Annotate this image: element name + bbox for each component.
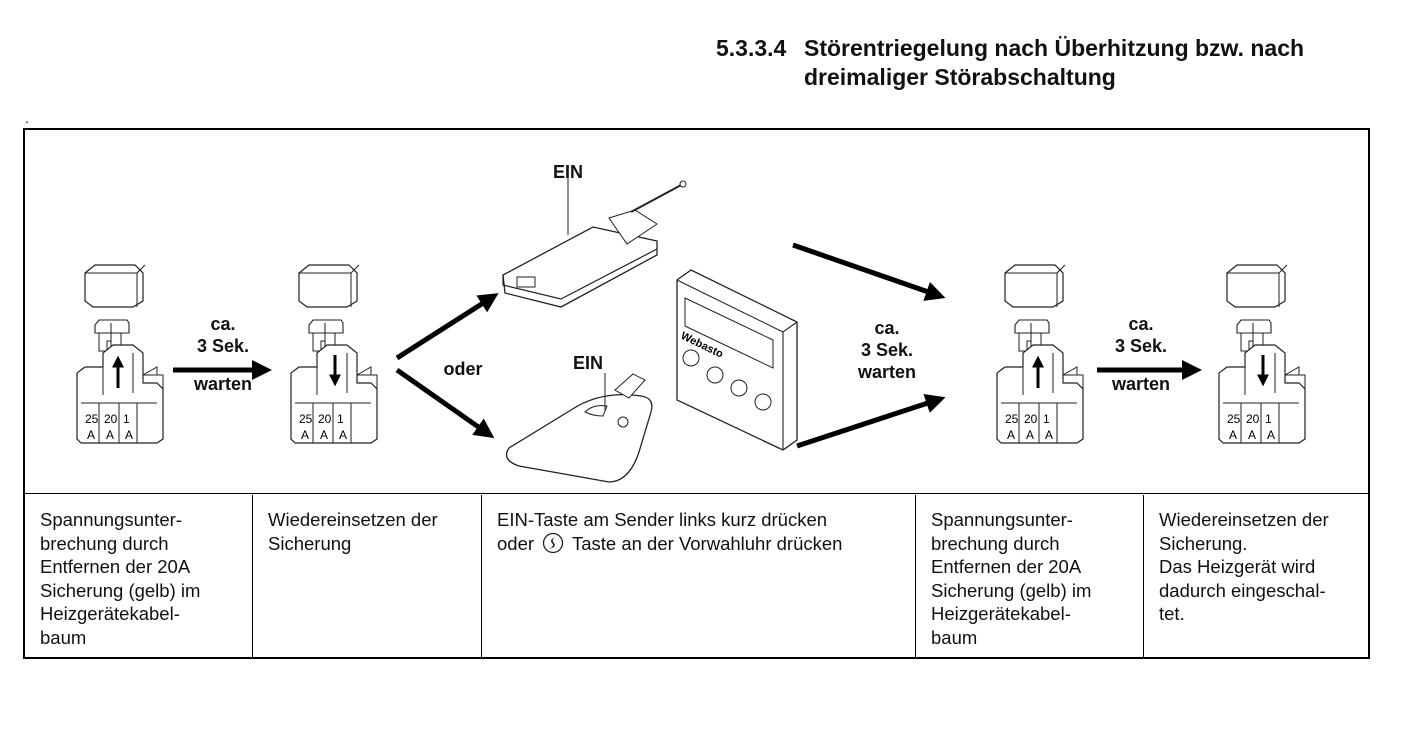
step-text-post: Taste an der Vorwahluhr drücken bbox=[571, 532, 843, 554]
wait-time: 3 Sek. bbox=[860, 340, 914, 360]
fuse-rating-value: 20 bbox=[104, 412, 118, 426]
wait-action: warten bbox=[857, 362, 917, 382]
step-text: dadurch eingeschal- bbox=[1159, 579, 1326, 601]
wait-label-3: ca. 3 Sek. warten bbox=[1091, 313, 1191, 395]
wait-action: warten bbox=[1111, 374, 1171, 394]
fuse-rating-unit: A bbox=[339, 428, 347, 442]
step-4-cell: Spannungsunter- brechung durch Entfernen… bbox=[916, 495, 1144, 659]
fuse-rating-unit: A bbox=[125, 428, 133, 442]
fuse-rating-value: 1 bbox=[1043, 412, 1050, 426]
fuse-holder-2 bbox=[290, 264, 378, 444]
step-text: EIN-Taste am Sender links kurz drücken bbox=[497, 509, 828, 530]
step-text-pre: oder bbox=[497, 532, 535, 554]
wait-action: warten bbox=[193, 374, 253, 394]
fuse-holder-1 bbox=[76, 264, 164, 444]
step-text: Heizgerätekabel- bbox=[931, 603, 1071, 624]
fuse-holder-4 bbox=[1218, 264, 1306, 444]
heat-button-icon bbox=[543, 532, 564, 553]
fuse-rating-unit: A bbox=[1267, 428, 1275, 442]
fuse-rating-value: 25 bbox=[1227, 412, 1241, 426]
or-label: oder bbox=[443, 359, 483, 379]
fuse-rating-unit: A bbox=[1045, 428, 1053, 442]
heading-line-2: dreimaliger Störabschaltung bbox=[804, 64, 1116, 90]
fuse-rating-unit: A bbox=[1229, 428, 1237, 442]
fuse-rating-value: 25 bbox=[299, 412, 313, 426]
step-text: Sicherung (gelb) im bbox=[931, 579, 1092, 601]
step-text: Spannungsunter- bbox=[40, 509, 182, 530]
step-descriptions: Spannungsunter- brechung durch Entfernen… bbox=[25, 495, 1370, 659]
fuse-rating-value: 25 bbox=[1005, 412, 1019, 426]
step-5-cell: Wiedereinsetzen der Sicherung. Das Heizg… bbox=[1144, 495, 1370, 659]
step-text: brechung durch bbox=[40, 532, 169, 554]
fuse-rating-unit: A bbox=[1007, 428, 1015, 442]
remote-transmitter bbox=[502, 178, 687, 308]
step-text: Das Heizgerät wird bbox=[1159, 556, 1316, 577]
fuse-rating-unit: A bbox=[320, 428, 328, 442]
fuse-rating-value: 1 bbox=[337, 412, 344, 426]
wait-ca: ca. bbox=[874, 318, 900, 338]
step-3-cell: EIN-Taste am Sender links kurz drücken o… bbox=[482, 495, 916, 659]
heading-line-1: Störentriegelung nach Überhitzung bzw. n… bbox=[804, 35, 1305, 61]
step-text: Spannungsunter- bbox=[931, 509, 1073, 530]
step-text: Sicherung (gelb) im bbox=[40, 579, 201, 601]
step-text: oder Taste an der Vorwahluhr drücken bbox=[497, 532, 900, 556]
step-text: Entfernen der 20A bbox=[40, 556, 191, 577]
wait-ca: ca. bbox=[1128, 314, 1154, 334]
fuse-rating-value: 1 bbox=[123, 412, 130, 426]
fuse-rating-value: 20 bbox=[1024, 412, 1038, 426]
converge-arrow-top bbox=[792, 242, 946, 301]
fuse-rating-value: 1 bbox=[1265, 412, 1272, 426]
step-text: tet. bbox=[1159, 603, 1185, 624]
step-text: baum bbox=[40, 626, 87, 648]
remote-keyfob bbox=[505, 373, 653, 483]
converge-arrow-bottom bbox=[796, 393, 946, 449]
step-1-cell: Spannungsunter- brechung durch Entfernen… bbox=[25, 495, 253, 659]
fuse-rating-value: 20 bbox=[1246, 412, 1260, 426]
fuse-rating-value: 20 bbox=[318, 412, 332, 426]
step-text: Sicherung bbox=[268, 532, 352, 554]
branch-arrow-down bbox=[395, 367, 495, 439]
fuse-rating-unit: A bbox=[106, 428, 114, 442]
wait-label-1: ca. 3 Sek. warten bbox=[173, 313, 273, 395]
step-text: Wiedereinsetzen der bbox=[268, 509, 438, 530]
fuse-rating-unit: A bbox=[87, 428, 95, 442]
step-text: Wiedereinsetzen der bbox=[1159, 509, 1329, 530]
fuse-rating-value: 25 bbox=[85, 412, 99, 426]
step-text: brechung durch bbox=[931, 532, 1060, 554]
wait-time: 3 Sek. bbox=[1114, 336, 1168, 356]
section-heading: 5.3.3.4 Störentriegelung nach Überhitzung… bbox=[716, 34, 1304, 92]
fuse-rating-unit: A bbox=[1248, 428, 1256, 442]
transmitter-on-label: EIN bbox=[552, 162, 583, 182]
fuse-holder-3 bbox=[996, 264, 1084, 444]
wait-ca: ca. bbox=[210, 314, 236, 334]
fuse-rating-unit: A bbox=[301, 428, 309, 442]
step-text: Entfernen der 20A bbox=[931, 556, 1082, 577]
wait-time: 3 Sek. bbox=[196, 336, 250, 356]
step-text: baum bbox=[931, 626, 978, 648]
section-number: 5.3.3.4 bbox=[716, 35, 787, 61]
step-text: Heizgerätekabel- bbox=[40, 603, 180, 624]
fuse-rating-unit: A bbox=[1026, 428, 1034, 442]
wait-label-2: ca. 3 Sek. warten bbox=[837, 317, 937, 383]
stray-mark: . bbox=[25, 110, 29, 126]
step-text: Sicherung. bbox=[1159, 532, 1248, 554]
branch-arrow-up bbox=[395, 293, 499, 361]
preset-timer: Webasto bbox=[676, 269, 798, 451]
step-2-cell: Wiedereinsetzen der Sicherung bbox=[253, 495, 482, 659]
keyfob-on-label: EIN bbox=[572, 353, 603, 373]
